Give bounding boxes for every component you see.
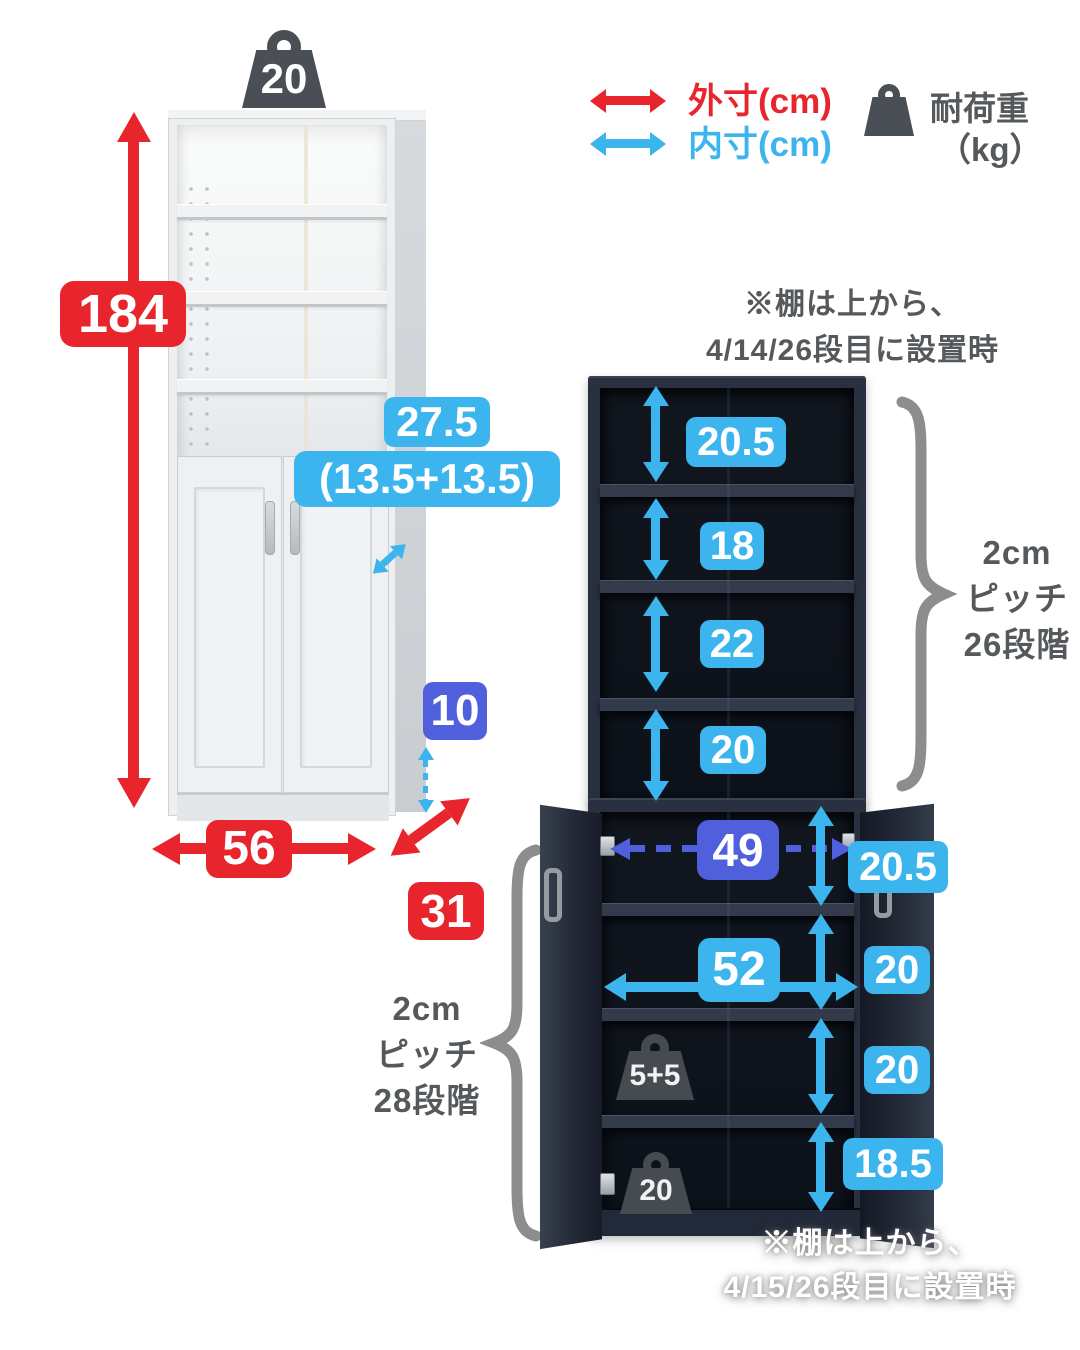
open-door-left: [540, 804, 602, 1250]
shelf-board: [177, 291, 387, 307]
pitch-brace-upper: [896, 396, 958, 792]
bottom-note-line1: ※棚は上から、: [761, 1227, 979, 1260]
shelf-peg-holes: [187, 185, 221, 455]
pitch-upper-line1: 2cm: [982, 534, 1052, 571]
outer-width-label: 56: [206, 820, 292, 878]
legend-weight-icon: [864, 84, 914, 136]
bottom-note-line2: 4/15/26段目に設置時: [723, 1271, 1017, 1304]
white-cabinet-open-shelves: [177, 125, 387, 465]
lower-gap-arrow-4: [816, 1142, 825, 1192]
white-cabinet-front: [168, 118, 396, 821]
lower-gap-label-1: 20.5: [848, 841, 948, 893]
upper-gap-label-4: 20: [700, 726, 766, 774]
niche-breakdown-label: (13.5+13.5): [294, 451, 560, 507]
weight-body: [616, 1051, 694, 1100]
pitch-text-lower: 2cm ピッチ 28段階: [352, 986, 502, 1124]
max-load-value: 20: [260, 55, 308, 102]
shelf-board: [177, 379, 387, 395]
right-door: [283, 456, 389, 793]
pitch-upper-line3: 26段階: [963, 626, 1071, 663]
door-handle: [265, 501, 275, 555]
outer-height-label: 184: [60, 281, 186, 347]
outer-depth-label: 31: [408, 882, 484, 940]
lower-gap-arrow-1: [816, 826, 825, 886]
niche-height-label: 27.5: [384, 397, 490, 447]
shelf-board: [600, 698, 854, 714]
upper-gap-arrow-1: [651, 406, 660, 462]
pitch-lower-line1: 2cm: [392, 990, 462, 1027]
pitch-upper-line2: ピッチ: [966, 580, 1068, 617]
shelf-board: [600, 484, 854, 500]
white-cabinet: [168, 110, 426, 821]
legend-load-unit: （kg）: [938, 131, 1043, 168]
lower-gap-label-3: 20: [864, 1046, 930, 1094]
hinge-bottom-left: [600, 1173, 615, 1195]
top-note-line1: ※棚は上から、: [744, 288, 961, 321]
upper-gap-arrow-4: [651, 729, 660, 781]
shelf-board: [177, 204, 387, 220]
door-opening-label: 49: [697, 820, 779, 880]
base-clearance-label: 10: [423, 682, 487, 740]
shelf-board: [600, 580, 854, 596]
pitch-lower-line3: 28段階: [373, 1082, 481, 1119]
height-arrow: [128, 142, 139, 778]
door-panel: [300, 487, 372, 768]
weight-body: [864, 97, 914, 136]
legend-outer-label: 外寸(cm): [688, 82, 832, 121]
base-clearance-arrow: [423, 760, 428, 800]
white-cabinet-doors: [177, 456, 389, 793]
top-note-line2: 4/14/26段目に設置時: [705, 334, 1000, 367]
lower-gap-arrow-3: [816, 1038, 825, 1094]
bottom-shelf-note: ※棚は上から、 4/15/26段目に設置時: [650, 1222, 1080, 1310]
pitch-text-upper: 2cm ピッチ 26段階: [952, 530, 1080, 668]
pitch-lower-line2: ピッチ: [376, 1036, 478, 1073]
shelf-load-weight-icon: 5+5: [616, 1034, 694, 1100]
weight-body: [620, 1168, 692, 1214]
upper-gap-label-3: 22: [700, 620, 764, 668]
bottom-load-value: 20: [639, 1174, 673, 1207]
pitch-brace-lower: [480, 844, 542, 1242]
bottom-load-weight-icon: 20: [620, 1152, 692, 1214]
lower-gap-label-4: 18.5: [843, 1138, 943, 1190]
lower-gap-label-2: 20: [864, 946, 930, 994]
door-handle: [290, 501, 300, 555]
door-panel: [194, 487, 265, 768]
kickboard: [177, 793, 389, 821]
legend-inner-arrow: [606, 139, 650, 148]
upper-gap-label-1: 20.5: [686, 417, 786, 467]
shelf-load-value: 5+5: [629, 1059, 681, 1092]
lower-gap-arrow-2: [816, 934, 825, 990]
legend-load-label: 耐荷重: [930, 90, 1029, 127]
legend-outer-arrow: [606, 96, 650, 105]
top-shelf-note: ※棚は上から、 4/14/26段目に設置時: [645, 282, 1060, 374]
inner-width-label: 52: [698, 938, 780, 1002]
legend-inner-label: 内寸(cm): [688, 125, 832, 164]
upper-gap-label-2: 18: [700, 522, 764, 570]
max-load-weight-icon: 20: [242, 30, 326, 108]
upper-gap-arrow-3: [651, 616, 660, 672]
left-door: [177, 456, 282, 793]
upper-gap-arrow-2: [651, 518, 660, 560]
weight-body: [242, 50, 326, 108]
door-handle-left: [544, 868, 562, 922]
